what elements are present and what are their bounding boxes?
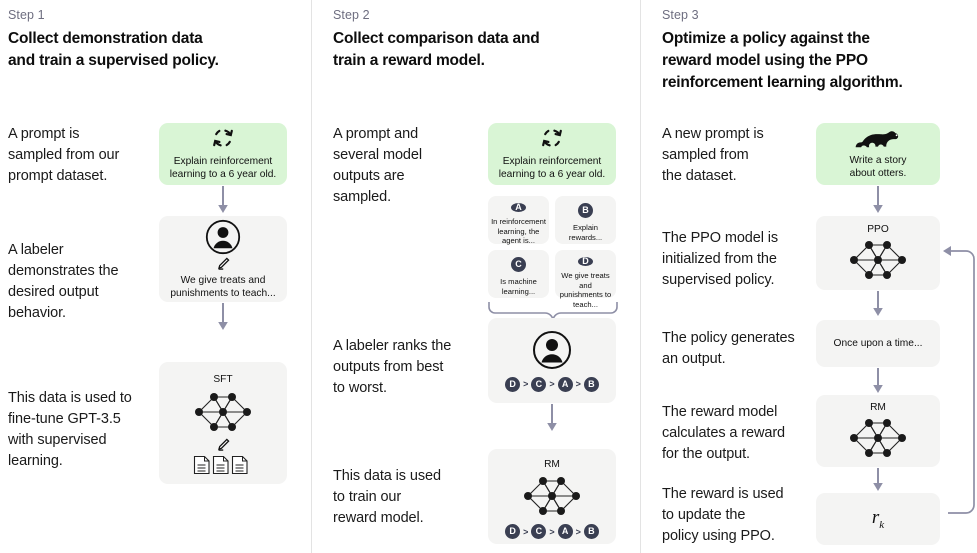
person-circle-icon: [205, 219, 241, 255]
c2-rm-card[interactable]: RM: [488, 449, 616, 544]
step-3-caption-1: A new prompt is sampled from the dataset…: [662, 126, 764, 184]
c3-rm-title: RM: [870, 402, 886, 413]
step-1-title: Collect demonstration data and train a s…: [8, 30, 219, 69]
step-2-caption-2: A labeler ranks the outputs from best to…: [333, 338, 452, 396]
rank-badge-1: D: [505, 376, 521, 392]
step-3-caption-2: The PPO model is initialized from the su…: [662, 230, 779, 288]
step-3-caption-5: The reward is used to update the policy …: [662, 486, 784, 544]
rm-rank-gt-1: >: [523, 526, 529, 537]
step-3-label: Step 3: [662, 8, 699, 22]
badge-b: B: [578, 203, 593, 218]
c3-feedback-loop-arrow: [938, 243, 977, 523]
c3-arrow-1: [871, 186, 885, 214]
neural-network-icon: [847, 415, 909, 461]
c2-rm-title: RM: [544, 459, 560, 470]
rank-gt-3: >: [575, 379, 581, 389]
c1-sft-card[interactable]: SFT: [159, 362, 287, 484]
step-2-caption-3: This data is used to train our reward mo…: [333, 468, 441, 526]
c2-arrow-2: [545, 404, 559, 432]
c3-output-card[interactable]: Once upon a time...: [816, 320, 940, 367]
step-1-caption-3: This data is used to fine-tune GPT-3.5 w…: [8, 390, 132, 469]
c1-labeler-card[interactable]: We give treats and punishments to teach.…: [159, 216, 287, 302]
otter-icon: [855, 129, 901, 149]
c2-output-text-b: Explain rewards...: [568, 223, 603, 242]
neural-network-icon: [521, 473, 583, 519]
rank-badge-3: A: [557, 376, 573, 392]
column-divider-1: [311, 0, 312, 553]
refresh-cycle-icon: [212, 127, 234, 149]
step-2-title: Collect comparison data and train a rewa…: [333, 30, 540, 69]
rm-rank-gt-2: >: [549, 526, 555, 537]
step-1-column: Step 1 Collect demonstration data and tr…: [0, 0, 311, 553]
rank-badge-4: B: [583, 376, 599, 392]
c1-labeler-text: We give treats and punishments to teach.…: [170, 274, 276, 299]
step-1-caption-1: A prompt is sampled from our prompt data…: [8, 126, 120, 184]
c2-ranking-row: D > C > A > B: [505, 376, 599, 392]
step-3-caption-3: The policy generates an output.: [662, 330, 795, 367]
c3-output-text: Once upon a time...: [833, 338, 923, 349]
c3-prompt-text: Write a story about otters.: [849, 154, 907, 179]
pencil-icon: [216, 256, 231, 271]
c3-arrow-3: [871, 368, 885, 394]
c3-prompt-card[interactable]: Write a story about otters.: [816, 123, 940, 185]
step-2-caption-1: A prompt and several model outputs are s…: [333, 126, 422, 205]
c2-output-text-d: We give treats and punishments to teach.…: [559, 271, 612, 309]
c2-prompt-card[interactable]: Explain reinforcement learning to a 6 ye…: [488, 123, 616, 185]
neural-network-icon: [847, 237, 909, 283]
neural-network-icon: [192, 389, 254, 435]
rm-rank-badge-3: A: [557, 524, 573, 539]
step-3-title: Optimize a policy against the reward mod…: [662, 30, 903, 91]
c2-output-card-c[interactable]: C Is machine learning...: [488, 250, 549, 298]
step-2-column: Step 2 Collect comparison data and train…: [311, 0, 640, 553]
rank-badge-2: C: [531, 376, 547, 392]
c3-arrow-4: [871, 468, 885, 492]
refresh-cycle-icon: [541, 127, 563, 149]
rm-rank-badge-2: C: [531, 524, 547, 539]
c1-arrow-1: [216, 186, 230, 214]
c2-ranking-card[interactable]: D > C > A > B: [488, 318, 616, 403]
c1-sft-title: SFT: [213, 374, 233, 385]
c2-output-card-a[interactable]: A In reinforcement learning, the agent i…: [488, 196, 549, 246]
rm-rank-badge-4: B: [583, 524, 599, 539]
step-3-caption-4: The reward model calculates a reward for…: [662, 404, 786, 462]
column-divider-2: [640, 0, 641, 553]
person-circle-icon: [532, 330, 572, 370]
rank-gt-1: >: [523, 379, 529, 389]
rm-rank-badge-1: D: [505, 524, 521, 539]
pencil-icon: [216, 437, 231, 452]
c2-output-card-b[interactable]: B Explain rewards...: [555, 196, 616, 244]
c2-output-text-a: In reinforcement learning, the agent is.…: [491, 217, 546, 246]
step-1-label: Step 1: [8, 8, 45, 22]
badge-c: C: [511, 257, 526, 272]
c2-output-card-d[interactable]: D We give treats and punishments to teac…: [555, 250, 616, 309]
c3-ppo-card[interactable]: PPO: [816, 216, 940, 290]
step-3-column: Step 3 Optimize a policy against the rew…: [640, 0, 977, 553]
c3-rm-card[interactable]: RM: [816, 395, 940, 467]
badge-a: A: [511, 203, 526, 212]
documents-icon: [192, 455, 254, 475]
c2-output-text-c: Is machine learning...: [500, 277, 537, 296]
c3-ppo-title: PPO: [867, 224, 889, 235]
step-2-label: Step 2: [333, 8, 370, 22]
rank-gt-2: >: [549, 379, 555, 389]
c3-reward-card[interactable]: rk: [816, 493, 940, 545]
c1-prompt-card[interactable]: Explain reinforcement learning to a 6 ye…: [159, 123, 287, 185]
c2-rm-ranking-row: D > C > A > B: [505, 524, 599, 539]
rm-rank-gt-3: >: [575, 526, 581, 537]
c1-prompt-text: Explain reinforcement learning to a 6 ye…: [169, 156, 277, 180]
step-1-caption-2: A labeler demonstrates the desired outpu…: [8, 242, 119, 321]
c1-arrow-2: [216, 303, 230, 331]
badge-d: D: [578, 257, 593, 266]
c2-prompt-text: Explain reinforcement learning to a 6 ye…: [498, 156, 606, 180]
c3-arrow-2: [871, 291, 885, 317]
reward-symbol: rk: [871, 507, 885, 531]
